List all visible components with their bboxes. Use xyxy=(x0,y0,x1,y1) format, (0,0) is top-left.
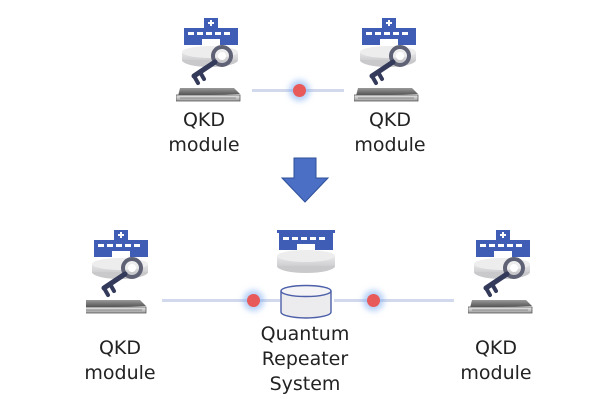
repeater-system xyxy=(278,284,334,320)
repeater-label: Quantum Repeater System xyxy=(260,323,350,395)
qkd-node-right-bottom xyxy=(468,228,548,320)
building-icon xyxy=(277,230,335,273)
qkd-node-left-top xyxy=(176,16,256,108)
building-key-server-icon xyxy=(468,230,533,314)
down-arrow-icon xyxy=(280,157,330,203)
quantum-link-right xyxy=(334,299,454,302)
qkd-node-right-top xyxy=(354,16,434,108)
building-key-server-icon xyxy=(176,18,241,102)
quantum-link-left xyxy=(162,299,280,302)
qkd-label-right-bottom: QKD module xyxy=(460,337,532,384)
qkd-label-left-top: QKD module xyxy=(168,109,240,156)
repeater-building xyxy=(274,226,338,276)
qkd-label-left-bottom: QKD module xyxy=(84,337,156,384)
photon-dot-icon xyxy=(367,294,380,307)
cylinder-icon xyxy=(280,284,332,319)
building-key-server-icon xyxy=(86,230,148,314)
photon-dot-icon xyxy=(247,294,260,307)
qkd-label-right-top: QKD module xyxy=(354,109,426,156)
qkd-node-left-bottom xyxy=(86,228,166,320)
photon-dot-icon xyxy=(293,84,306,97)
building-key-server-icon xyxy=(354,18,419,102)
transition-arrow xyxy=(280,156,330,204)
